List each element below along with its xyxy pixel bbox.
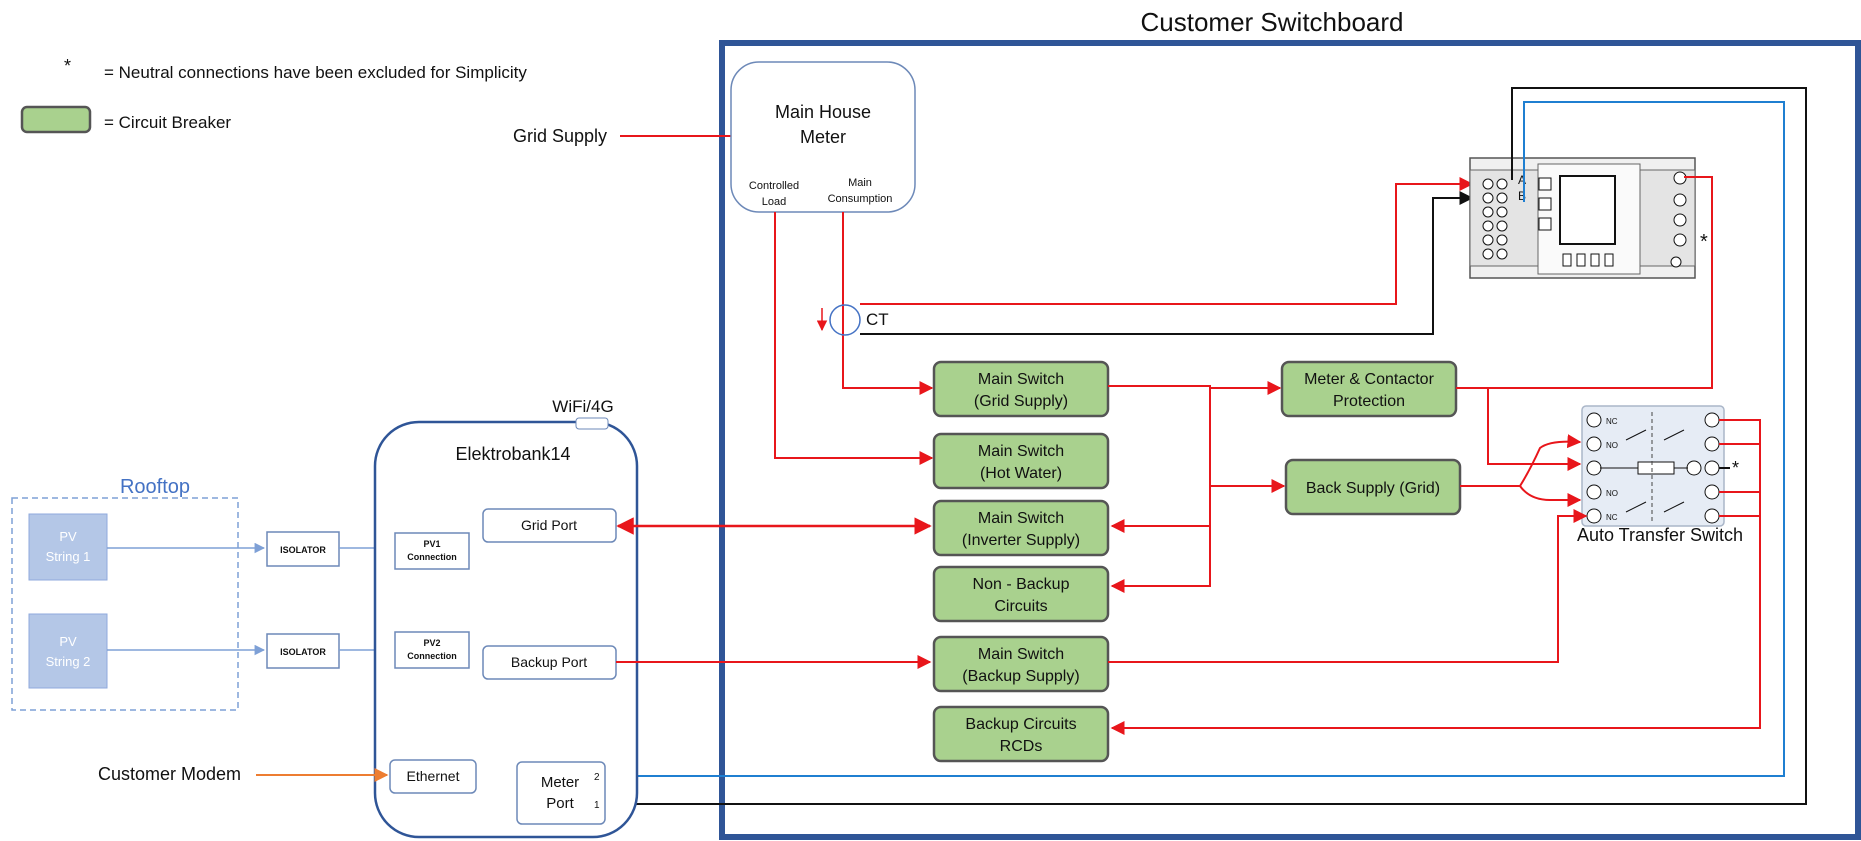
breaker-non-backup-line2: Circuits (994, 598, 1047, 615)
breaker-main-grid[interactable]: Main Switch (Grid Supply) (932, 360, 1110, 418)
rooftop-area: Rooftop PV String 1 PV String 2 (11, 476, 239, 711)
meter-port-pin-2: 2 (594, 772, 600, 783)
pv2-connection-line1: PV2 (423, 638, 440, 648)
breaker-non-backup[interactable]: Non - Backup Circuits (932, 565, 1110, 623)
ats-label: Auto Transfer Switch (1577, 525, 1743, 545)
meter-comm-wire-black (604, 87, 1807, 811)
breaker-hot-water-line2: (Hot Water) (980, 465, 1062, 482)
back-supply-to-ats-wire (1460, 434, 1582, 487)
meter-controlled-line2: Load (762, 196, 786, 208)
meter-port-line1: Meter (541, 774, 579, 791)
breaker-meter-protection[interactable]: Meter & Contactor Protection (1280, 360, 1458, 418)
ats-terminal-nc-bottom: NC (1606, 513, 1618, 522)
breaker-backup-rcds-line1: Backup Circuits (965, 716, 1076, 733)
ct-sensor (829, 304, 861, 336)
meter-title-line1: Main House (775, 102, 871, 122)
meter-comm-wire-blue (604, 101, 1785, 783)
isolator-1[interactable]: ISOLATOR (266, 531, 340, 567)
ethernet-port[interactable]: Ethernet (389, 759, 477, 794)
breaker-back-supply-grid-label: Back Supply (Grid) (1306, 480, 1440, 497)
bus-wire-trunk (1108, 385, 1211, 593)
breaker-meter-protection-line2: Protection (1333, 393, 1405, 410)
ats-terminal-no-top: NO (1606, 441, 1618, 450)
breaker-backup-supply-line1: Main Switch (978, 646, 1064, 663)
isolator-1-label: ISOLATOR (280, 545, 326, 555)
breaker-back-supply-grid[interactable]: Back Supply (Grid) (1284, 458, 1462, 516)
pv-string-2-line1: PV (59, 634, 77, 649)
ct-lead-red (860, 177, 1474, 305)
wifi-label: WiFi/4G (552, 397, 613, 416)
ats-neutral-asterisk: * (1732, 458, 1739, 478)
breaker-backup-supply-line2: (Backup Supply) (962, 668, 1079, 685)
breaker-inverter-line1: Main Switch (978, 510, 1064, 527)
pv-string-2 (28, 613, 108, 689)
legend-breaker-text: = Circuit Breaker (104, 113, 231, 132)
breaker-non-backup-line1: Non - Backup (973, 576, 1070, 593)
legend: * = Neutral connections have been exclud… (20, 56, 527, 134)
smart-meter-terminal-b: B (1518, 189, 1526, 203)
pv2-connection-line2: Connection (407, 651, 457, 661)
grid-port-label: Grid Port (521, 517, 577, 533)
ats-terminal-nc-top: NC (1606, 417, 1618, 426)
main-consumption-wire (842, 212, 934, 395)
switchboard-title: Customer Switchboard (1141, 7, 1404, 37)
backup-supply-to-ats-wire (1108, 509, 1588, 663)
breaker-backup-supply[interactable]: Main Switch (Backup Supply) (932, 635, 1110, 693)
breaker-backup-rcds-line2: RCDs (1000, 738, 1043, 755)
meter-port-pin-1: 1 (594, 800, 600, 811)
pv-string-1-line2: String 1 (46, 549, 91, 564)
pv1-connection[interactable]: PV1 Connection (394, 532, 470, 570)
ct-label: CT (866, 310, 889, 329)
breaker-inverter-line2: (Inverter Supply) (962, 532, 1080, 549)
meter-port[interactable]: Meter Port 2 1 (516, 761, 606, 825)
meter-controlled-line1: Controlled (749, 180, 799, 192)
meter-port-line2: Port (546, 795, 574, 812)
pv1-connection-line1: PV1 (423, 539, 440, 549)
isolator-2-label: ISOLATOR (280, 647, 326, 657)
ats-right-bus (1110, 419, 1761, 735)
breaker-meter-protection-line1: Meter & Contactor (1304, 371, 1435, 388)
backup-port-label: Backup Port (511, 654, 587, 670)
backup-port[interactable]: Backup Port (482, 645, 617, 680)
pv1-connection-line2: Connection (407, 552, 457, 562)
auto-transfer-switch: NC NO NO NC * Auto Transfer Switch (1577, 405, 1743, 545)
customer-modem-label: Customer Modem (98, 764, 241, 784)
ats-terminal-no-bottom: NO (1606, 489, 1618, 498)
back-supply-to-ats-wire-2 (1519, 485, 1582, 507)
pv2-connection[interactable]: PV2 Connection (394, 631, 470, 669)
isolator-2[interactable]: ISOLATOR (266, 633, 340, 669)
grid-supply-label: Grid Supply (513, 126, 607, 146)
breaker-backup-rcds[interactable]: Backup Circuits RCDs (932, 705, 1110, 763)
ct-lead-black (860, 191, 1474, 335)
grid-port[interactable]: Grid Port (482, 508, 617, 543)
controlled-load-wire (774, 212, 934, 465)
breaker-main-grid-line2: (Grid Supply) (974, 393, 1068, 410)
wifi-antenna (575, 417, 609, 430)
smart-meter-terminal-a: A (1518, 173, 1526, 187)
pv-string-2-line2: String 2 (46, 654, 91, 669)
legend-asterisk: * (64, 56, 71, 76)
meter-main-line1: Main (848, 177, 872, 189)
legend-breaker-swatch (20, 105, 92, 134)
protection-to-ats-wire (1487, 388, 1582, 471)
breaker-main-grid-line1: Main Switch (978, 371, 1064, 388)
switchboard-border (719, 40, 1861, 840)
breaker-inverter-supply[interactable]: Main Switch (Inverter Supply) (932, 499, 1110, 557)
protection-to-meter-wire (1456, 176, 1713, 389)
legend-neutral-note: = Neutral connections have been excluded… (104, 63, 527, 82)
pv-string-1 (28, 513, 108, 581)
pv-string-1-line1: PV (59, 529, 77, 544)
breaker-hot-water-line1: Main Switch (978, 443, 1064, 460)
meter-title-line2: Meter (800, 127, 846, 147)
smart-meter-neutral-asterisk: * (1700, 231, 1708, 253)
main-house-meter: Main House Meter Controlled Load Main Co… (730, 61, 916, 213)
rooftop-label: Rooftop (120, 476, 190, 498)
breaker-hot-water[interactable]: Main Switch (Hot Water) (932, 432, 1110, 490)
inverter-name: Elektrobank14 (455, 444, 570, 464)
ethernet-label: Ethernet (407, 768, 460, 784)
smart-meter-device: A B * (1469, 157, 1708, 279)
meter-main-line2: Consumption (828, 193, 893, 205)
